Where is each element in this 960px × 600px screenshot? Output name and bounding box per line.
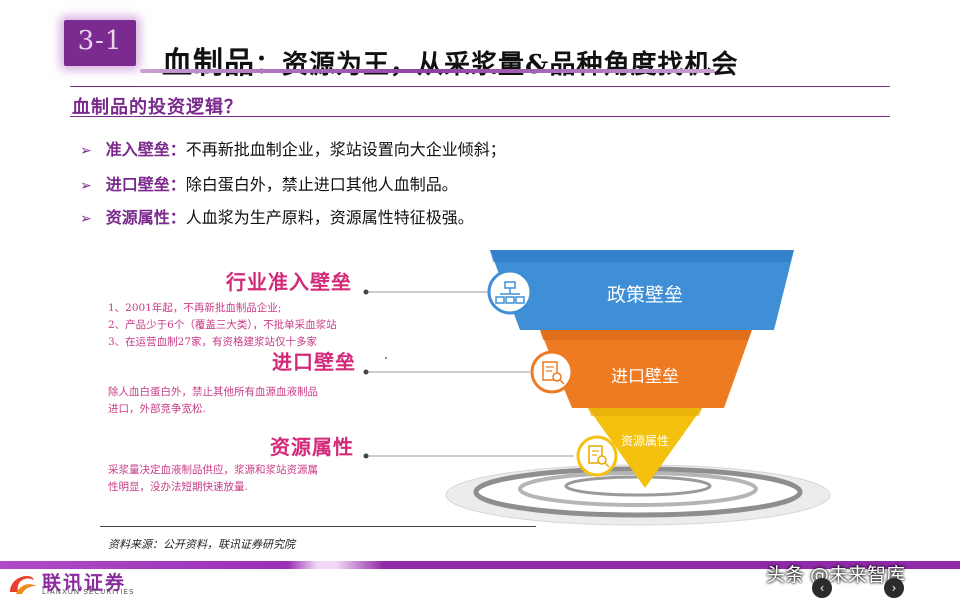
- footer-stripe: [0, 561, 960, 569]
- company-logo-text: 联讯证券: [42, 572, 127, 594]
- bullet-text: 人血浆为生产原料，资源属性特征极强。: [185, 208, 474, 227]
- prev-slide-button[interactable]: ‹: [812, 578, 832, 598]
- watermark-text: 头条 @未来智库: [766, 564, 906, 586]
- panel-title-import-barrier: 进口壁垒: [272, 350, 356, 374]
- funnel-tier-policy: [490, 250, 794, 330]
- desc-line: 2、产品少于6个（覆盖三大类），不批单采血浆站: [108, 319, 337, 331]
- subtitle: 血制品的投资逻辑？: [72, 97, 243, 118]
- section-badge: [64, 20, 136, 66]
- base-rings: [445, 464, 831, 526]
- panel-desc-import-barrier: 除人血白蛋白外，禁止其他所有血源血液制品 进口，外部竞争宽松.: [108, 384, 318, 418]
- bullet-text: 除白蛋白外，禁止进口其他人血制品。: [185, 175, 458, 194]
- document-search-icon: [530, 350, 574, 394]
- title-rest: ：资源为王，从采浆量&品种角度找机会: [255, 50, 739, 80]
- bullet-key: 资源属性：: [105, 208, 186, 227]
- funnel-label-resource: 资源属性: [620, 434, 669, 448]
- bullet-key: 准入壁垒：: [105, 140, 186, 159]
- arrow-bullet-icon: ➢: [80, 143, 92, 159]
- desc-line: 进口，外部竞争宽松.: [108, 403, 206, 415]
- bullet-item: ➢ 进口壁垒：除白蛋白外，禁止进口其他人血制品。: [80, 171, 458, 195]
- bullet-item: ➢ 资源属性：人血浆为生产原料，资源属性特征极强。: [80, 204, 474, 228]
- connector-lines: [363, 289, 574, 459]
- desc-line: 1、2001年起，不再新批血制品企业;: [108, 302, 282, 314]
- desc-line: 采浆量决定血液制品供应，浆源和浆站资源属: [108, 464, 318, 476]
- panel-desc-entry-barrier: 1、2001年起，不再新批血制品企业; 2、产品少于6个（覆盖三大类），不批单采…: [108, 300, 337, 351]
- title-lead: 血制品: [162, 46, 255, 81]
- company-logo-subtext: LIANXUN SECURITIES: [42, 588, 135, 596]
- panel-title-entry-barrier: 行业准入壁垒: [226, 270, 352, 294]
- arrow-bullet-icon: ➢: [80, 178, 92, 194]
- desc-line: 3、在运营血制27家，有资格建浆站仅十多家: [108, 336, 318, 348]
- funnel-label-policy: 政策壁垒: [606, 284, 683, 306]
- document-check-icon: [576, 435, 618, 477]
- arrow-bullet-icon: ➢: [80, 211, 92, 227]
- bullet-key: 进口壁垒：: [105, 175, 186, 194]
- source-note: 资料来源：公开资料，联讯证券研究院: [108, 538, 295, 551]
- funnel-tier-resource: [588, 408, 702, 488]
- panel-desc-resource: 采浆量决定血液制品供应，浆源和浆站资源属 性明显，没办法短期快速放量.: [108, 462, 318, 496]
- funnel-tier-import: [540, 330, 752, 408]
- subtitle-rule-bottom: [70, 116, 890, 117]
- bullet-item: ➢ 准入壁垒：不再新批血制企业，浆站设置向大企业倾斜；: [80, 136, 506, 160]
- desc-line: 除人血白蛋白外，禁止其他所有血源血液制品: [108, 386, 318, 398]
- funnel-label-import: 进口壁垒: [611, 367, 679, 387]
- title-underline: [140, 69, 715, 73]
- page-title: 血制品：资源为王，从采浆量&品种角度找机会: [162, 38, 738, 82]
- company-logo-icon: [10, 576, 36, 594]
- source-rule: [100, 526, 536, 527]
- bullet-text: 不再新批血制企业，浆站设置向大企业倾斜；: [185, 140, 506, 159]
- desc-line: 性明显，没办法短期快速放量.: [108, 481, 248, 493]
- section-number: 3-1: [77, 26, 123, 56]
- panel-title-resource: 资源属性: [270, 435, 354, 459]
- org-chart-icon: [487, 269, 533, 315]
- subtitle-rule-top: [70, 86, 890, 87]
- next-slide-button[interactable]: ›: [884, 578, 904, 598]
